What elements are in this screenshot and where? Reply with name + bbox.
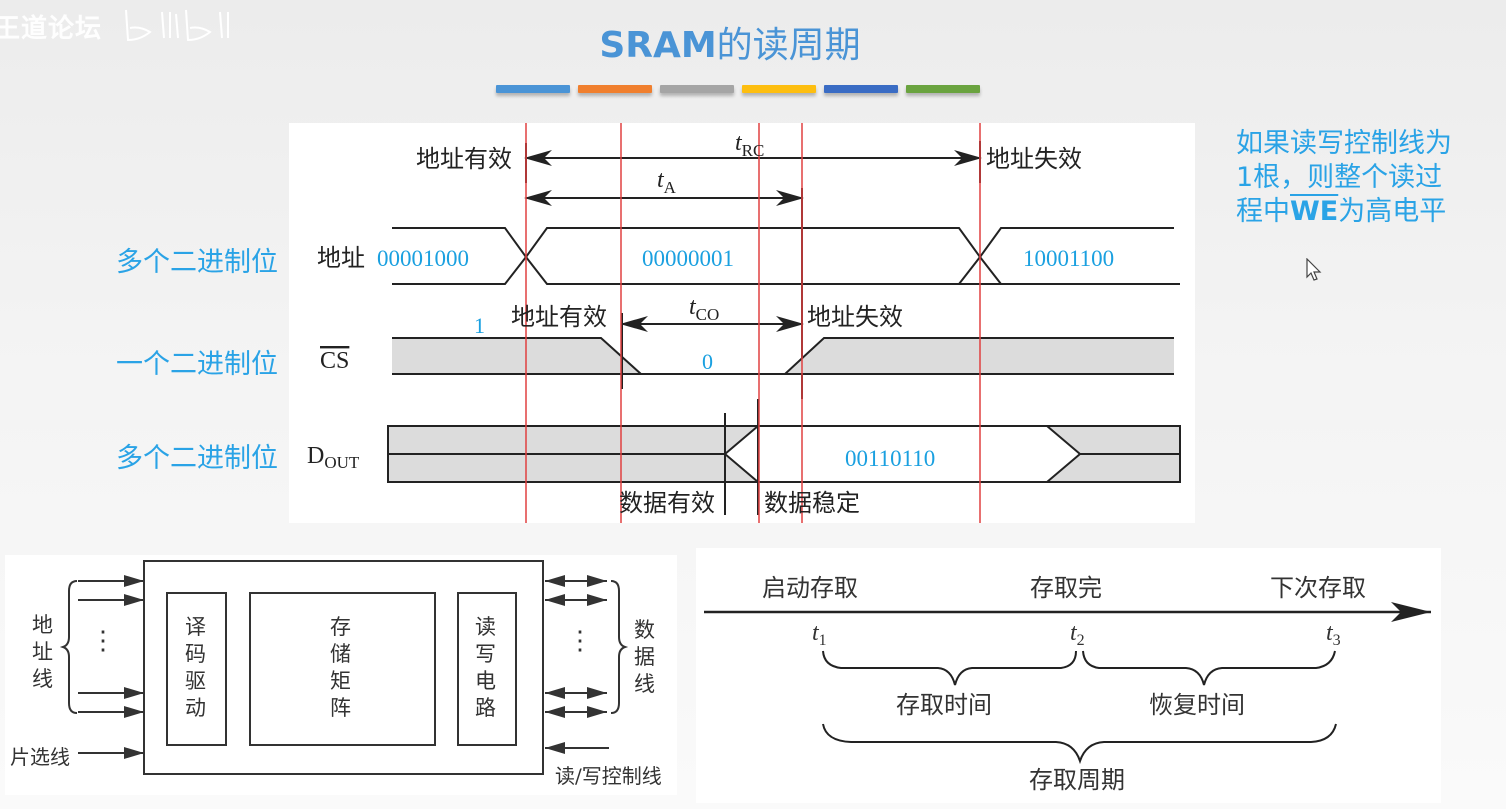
rw-circuit-box bbox=[457, 592, 517, 746]
access-time-label: 存取时间 bbox=[896, 692, 992, 719]
mouse-cursor-icon bbox=[1306, 258, 1322, 281]
cs-low-value: 0 bbox=[702, 349, 713, 374]
data-lines-label: 数据线 bbox=[634, 618, 655, 696]
recovery-time-brace bbox=[1082, 650, 1336, 686]
chip-outline bbox=[143, 560, 544, 775]
data-brace bbox=[610, 580, 629, 714]
next-access-label: 下次存取 bbox=[1270, 575, 1366, 602]
ta-label: tA bbox=[657, 167, 677, 197]
start-access-label: 启动存取 bbox=[762, 575, 858, 602]
addr-valid-label: 地址有效 bbox=[416, 146, 512, 173]
matrix-box bbox=[249, 592, 436, 746]
t1-label: t1 bbox=[812, 620, 827, 649]
t2-label: t2 bbox=[1070, 620, 1085, 649]
address-bits-label: 多个二进制位 bbox=[116, 247, 278, 278]
t3-label: t3 bbox=[1326, 620, 1341, 649]
note-line-2: 1根，则整个读过 bbox=[1236, 162, 1443, 193]
title-latin: SRAM bbox=[599, 25, 717, 66]
sram-block-diagram: ⋮ ⋮ bbox=[5, 555, 677, 795]
address-signal-label: 地址 bbox=[317, 245, 365, 272]
address-value-1: 00001000 bbox=[377, 246, 469, 271]
addr-invalid-label: 地址失效 bbox=[986, 146, 1082, 173]
address-value-2: 00000001 bbox=[642, 246, 734, 271]
cs-high-value: 1 bbox=[474, 313, 485, 338]
decoder-label: 译码驱动 bbox=[185, 615, 206, 720]
trc-label: tRC bbox=[735, 130, 764, 160]
note-line-3: 程中WE为高电平 bbox=[1236, 195, 1496, 229]
bilibili-logo-icon bbox=[125, 9, 229, 42]
data-valid-label: 数据有效 bbox=[619, 490, 715, 517]
address-brace bbox=[59, 580, 78, 714]
decoder-box bbox=[166, 592, 227, 746]
we-note: 如果读写控制线为 1根，则整个读过 程中WE为高电平 bbox=[1236, 127, 1496, 229]
access-cycle-label: 存取周期 bbox=[1029, 767, 1125, 794]
rw-circuit-label: 读写电路 bbox=[475, 615, 496, 720]
access-time-brace bbox=[822, 650, 1077, 686]
page-title: SRAM的读周期 bbox=[0, 16, 1460, 68]
color-bar bbox=[906, 85, 980, 93]
color-bar bbox=[660, 85, 734, 93]
data-ellipsis: ⋮ bbox=[567, 626, 593, 655]
title-cn: 的读周期 bbox=[716, 25, 861, 66]
matrix-label: 存储矩阵 bbox=[330, 615, 351, 720]
color-bar bbox=[578, 85, 652, 93]
cs-signal-label: CS bbox=[320, 348, 349, 374]
rw-control-label: 读/写控制线 bbox=[555, 764, 662, 788]
recovery-time-label: 恢复时间 bbox=[1149, 692, 1245, 719]
color-bar bbox=[824, 85, 898, 93]
cs-addr-valid-label: 地址有效 bbox=[511, 304, 607, 331]
dout-signal-label: DOUT bbox=[307, 443, 360, 472]
chip-select-label: 片选线 bbox=[10, 745, 70, 769]
we-signal: WE bbox=[1290, 196, 1339, 227]
access-cycle-diagram: 启动存取 存取完 下次存取 t1 t2 t3 存取时间 恢复时间 存取周期 bbox=[696, 548, 1441, 803]
dout-bits-label: 多个二进制位 bbox=[116, 443, 278, 474]
address-bus-x2 bbox=[958, 227, 1174, 285]
address-ellipsis: ⋮ bbox=[90, 626, 116, 655]
access-cycle-brace bbox=[822, 723, 1337, 765]
cs-bit-label: 一个二进制位 bbox=[116, 349, 278, 380]
note-line-1: 如果读写控制线为 bbox=[1236, 128, 1452, 159]
tco-label: tCO bbox=[689, 294, 719, 324]
watermark-text: 王道论坛 bbox=[0, 14, 103, 44]
address-lines-label: 地址线 bbox=[32, 613, 53, 691]
access-done-label: 存取完 bbox=[1030, 575, 1102, 602]
cs-addr-invalid-label: 地址失效 bbox=[807, 304, 903, 331]
address-value-3: 10001100 bbox=[1023, 246, 1114, 271]
color-bar bbox=[742, 85, 816, 93]
data-stable-label: 数据稳定 bbox=[764, 490, 860, 517]
color-bar bbox=[496, 85, 570, 93]
dout-value: 00110110 bbox=[845, 446, 935, 471]
cs-high-region-left bbox=[392, 338, 641, 374]
timing-diagram: 地址有效 地址失效 tRC tA tCO 地址 00001000 0000000… bbox=[289, 123, 1195, 523]
note-line-3-pre: 程中 bbox=[1236, 196, 1290, 227]
note-line-3-post: 为高电平 bbox=[1338, 196, 1447, 227]
decorative-color-bars bbox=[496, 85, 980, 93]
